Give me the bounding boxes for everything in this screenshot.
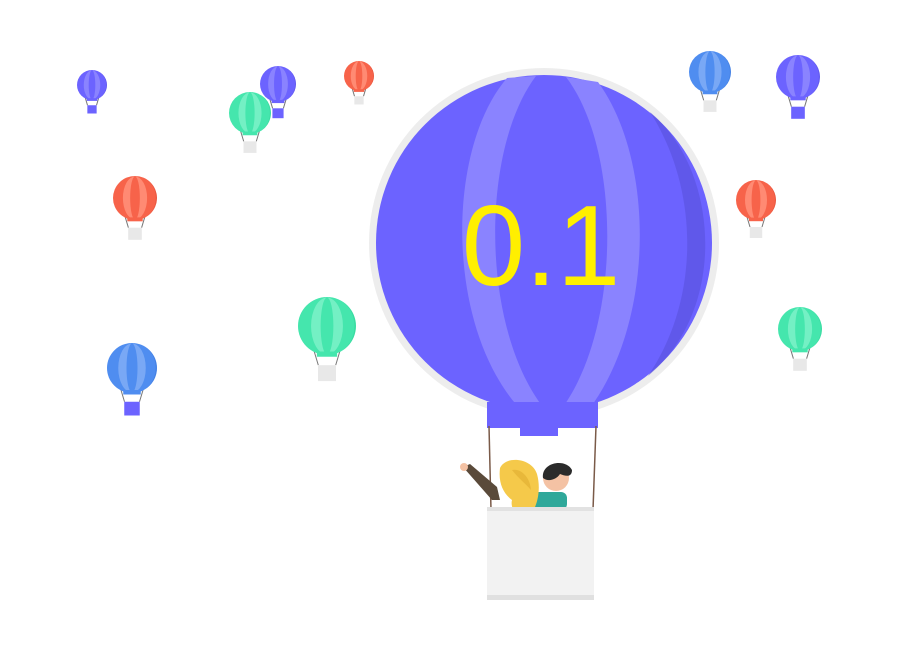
balloon-skirt [123,390,141,395]
balloon-skirt [790,96,806,101]
balloon-stripe [130,176,140,220]
man-hand [460,463,468,471]
balloon-string [715,89,720,101]
balloon-basket [318,365,336,382]
balloon-basket [124,401,140,416]
balloon-string [255,130,260,142]
balloon-green-2 [298,297,356,382]
main-balloon-stripe [462,76,546,411]
balloon-basket [703,100,717,112]
balloon-shade [342,301,356,351]
balloon-shade [100,72,107,98]
basket-rim [487,507,594,511]
passenger-woman [499,459,539,520]
balloon-skirt [242,131,258,136]
balloon-basket [793,358,807,371]
balloon-shade [367,63,374,89]
balloon-string [789,347,794,359]
balloon-green-3 [778,307,822,371]
balloon-stripe [355,61,363,91]
balloon-blue-1 [107,343,157,416]
balloon-string [335,350,341,366]
basket-base-shadow [487,595,594,600]
main-balloon-shade [648,112,706,376]
balloon-string [351,88,355,97]
balloon-basket [354,96,364,105]
main-balloon-skirt [487,402,598,428]
woman-hair [499,459,539,520]
balloon-skirt [353,89,365,92]
main-balloon-skirt-lip [520,425,558,436]
balloon-skirt [749,217,763,222]
balloon-stripe [795,307,805,351]
balloon-skirt [86,98,98,101]
balloon-skirt [271,99,285,104]
balloon-string [806,347,811,359]
balloon-stripe [320,297,334,355]
balloon-string [120,389,125,402]
man-arm [463,464,500,500]
balloon-stripe [88,70,96,100]
small-balloons-layer [77,51,822,416]
balloon-string [96,97,100,106]
basket-rope [592,425,597,511]
passenger-man [460,463,572,510]
balloon-string [124,216,129,228]
balloon-string [141,216,146,228]
balloon-skirt [702,90,718,95]
balloon-string [139,389,144,402]
balloon-basket [243,141,257,153]
balloon-string [269,99,274,109]
balloon-skirt [792,348,808,353]
balloon-stripe [245,92,255,134]
balloon-stripe [793,55,803,99]
balloon-skirt [127,217,143,222]
balloon-red-2 [113,176,157,240]
balloon-string [761,216,766,228]
balloon-shade [145,347,157,389]
balloon-shade [721,54,731,90]
balloon-purple-3 [776,55,820,119]
balloon-string [282,99,287,109]
balloon-basket [128,227,142,240]
balloon-red-3 [736,180,776,238]
version-label: 0.1 [462,183,620,310]
balloon-basket [87,105,97,114]
balloon-string [240,130,245,142]
man-hair [542,463,572,481]
balloon-string [313,350,319,366]
balloon-purple-2 [260,66,296,119]
balloon-purple-1 [77,70,107,114]
balloon-green-1 [229,92,271,153]
balloon-stripe [705,51,715,93]
balloon-red-1 [344,61,374,105]
balloon-stripe [126,343,138,393]
balloon-string [700,89,705,101]
balloon-string [804,95,809,107]
balloon-basket [749,227,763,238]
balloon-skirt [316,351,338,357]
basket-group [460,425,597,600]
basket [487,507,594,600]
balloon-shade [810,58,820,96]
balloon-string [363,88,367,97]
main-balloon: 0.1 [369,68,719,436]
woman-hair-shade [512,469,531,490]
balloon-basket [272,108,284,119]
balloon-basket [791,106,805,119]
balloon-string [84,97,88,106]
balloon-shade [261,95,271,131]
balloon-string [787,95,792,107]
balloon-shade [812,310,822,348]
man-torso [533,492,567,510]
balloon-shade [767,183,776,217]
balloon-stripe [274,66,282,102]
balloon-shade [147,179,157,217]
balloon-stripe [751,180,761,220]
balloon-shade [287,69,296,99]
main-balloon-stripe [560,77,640,411]
balloon-string [746,216,751,228]
balloon-blue-2 [689,51,731,112]
